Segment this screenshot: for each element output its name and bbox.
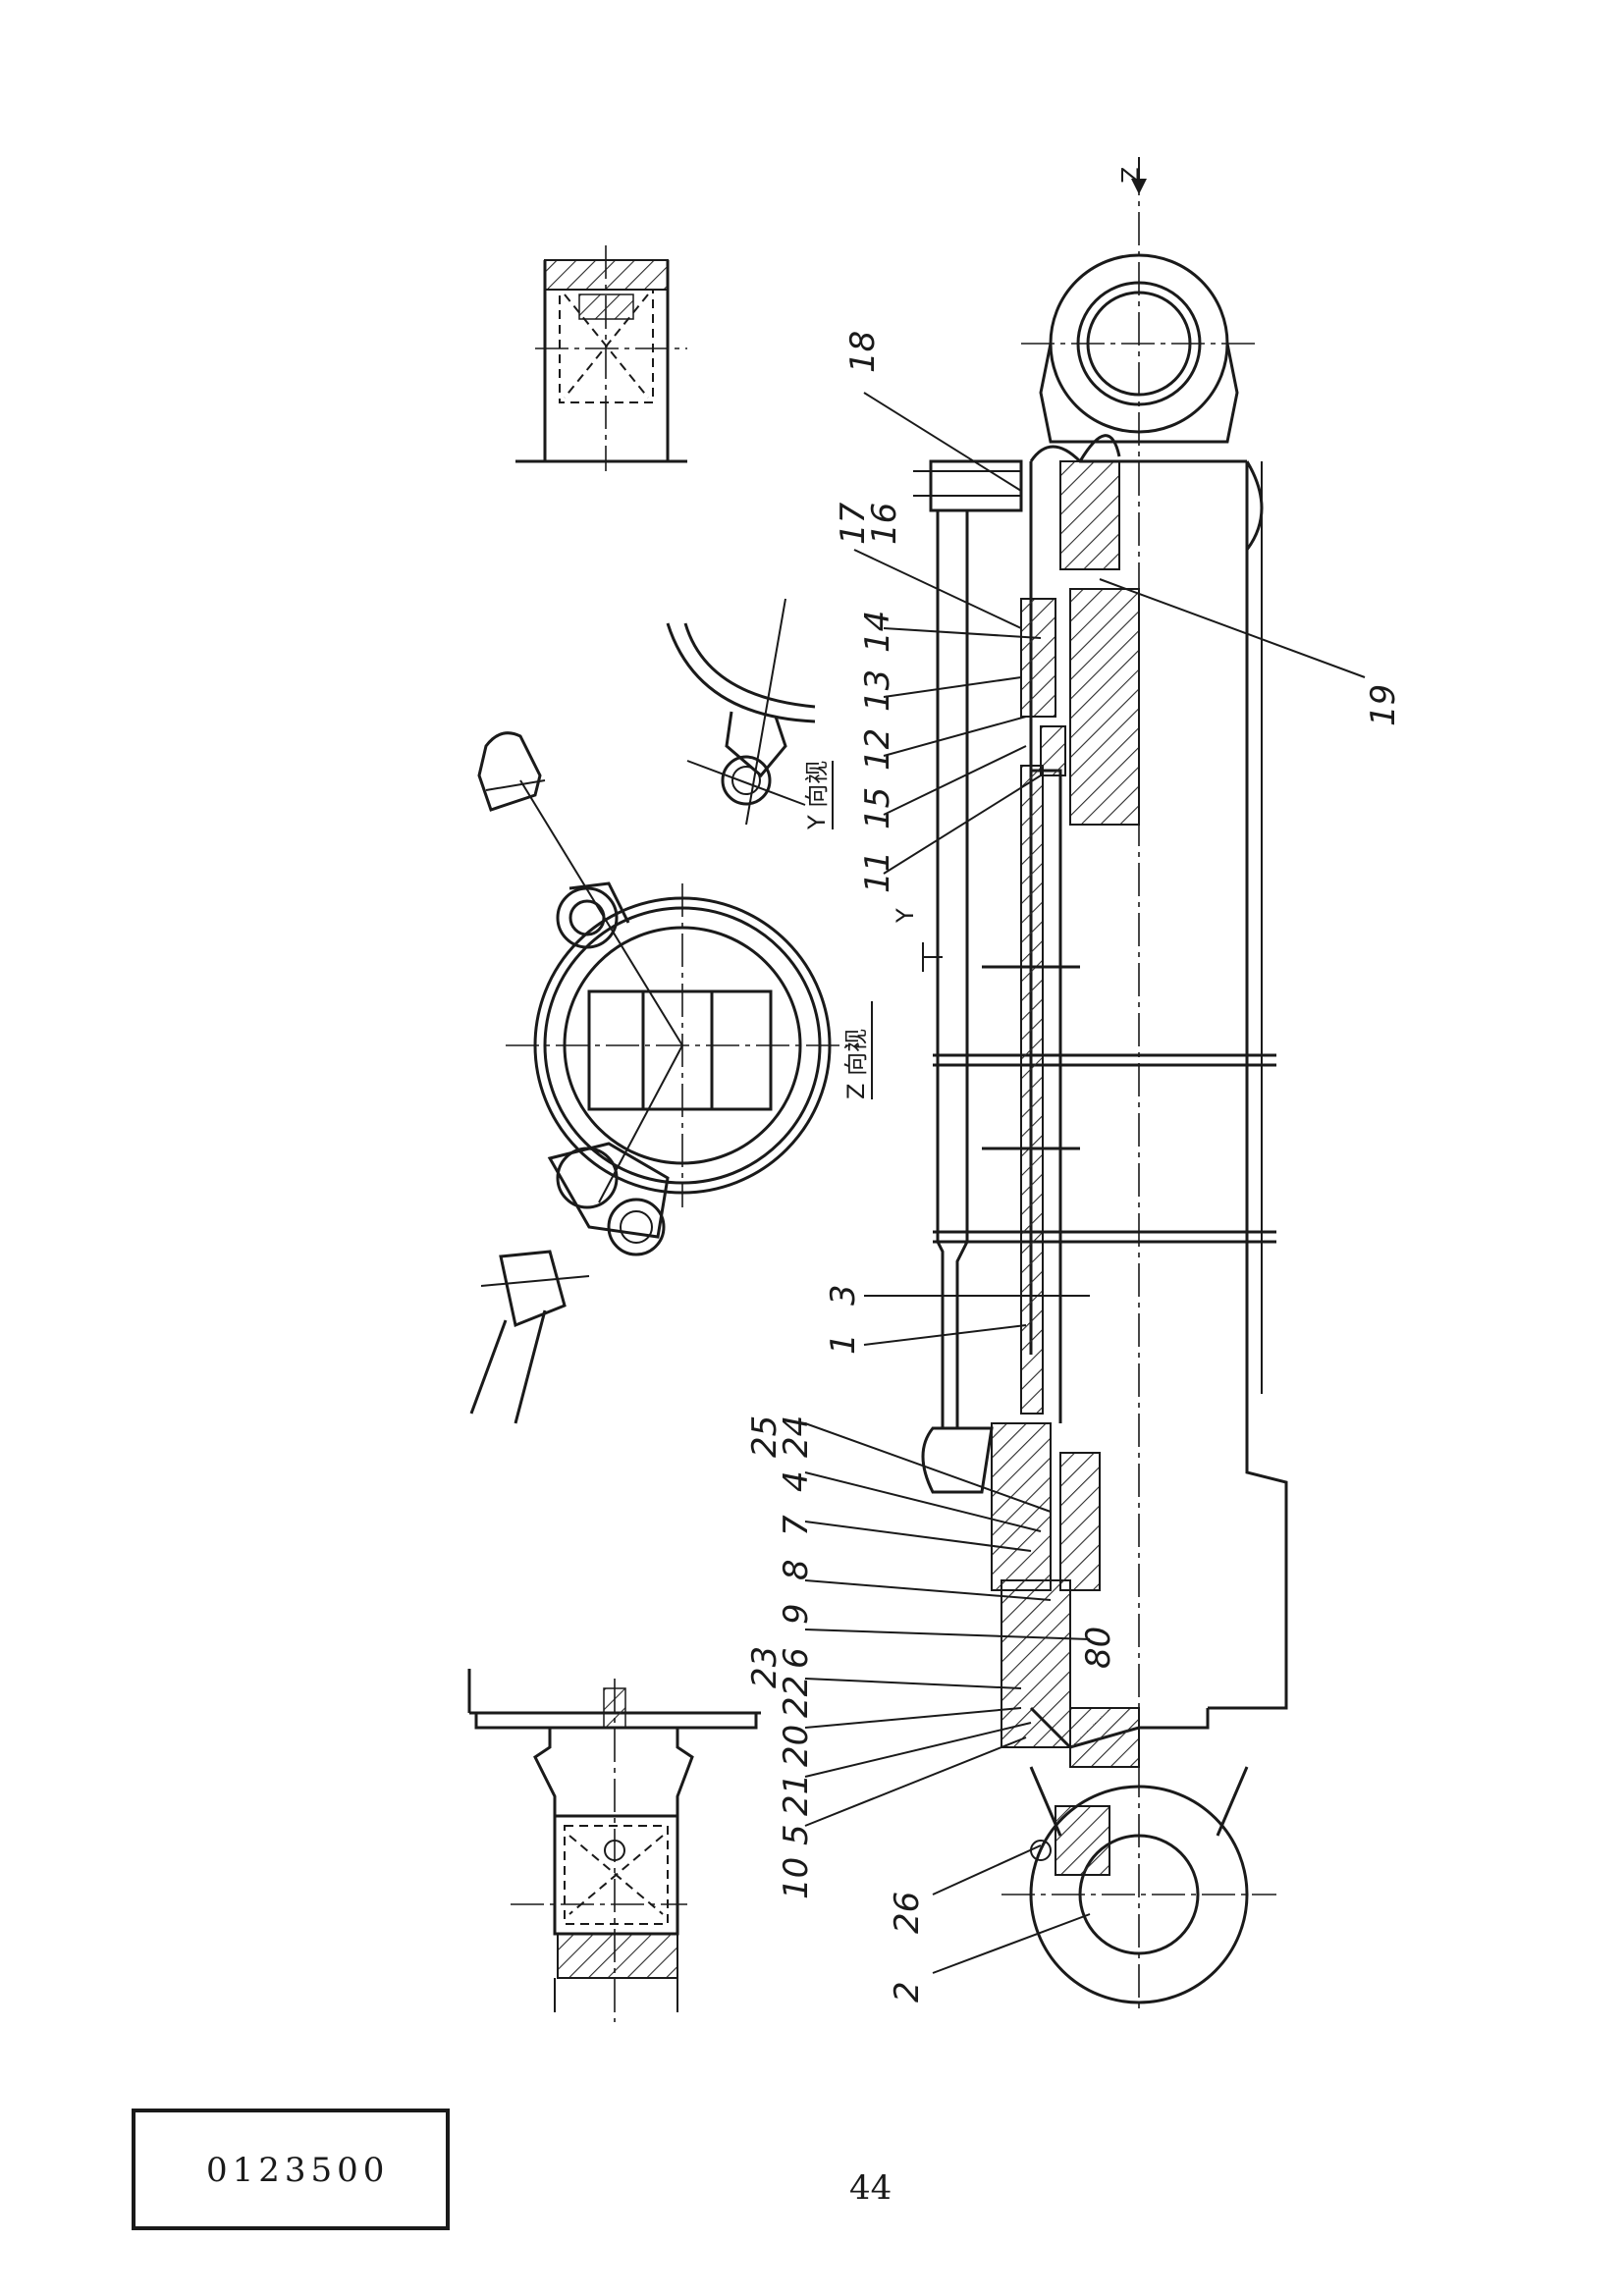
y-direction-arrow: Y	[892, 908, 943, 972]
z-direction-arrow: Z	[1115, 157, 1147, 194]
top-clevis-eye	[1021, 253, 1257, 444]
part-label-23: 23	[745, 1646, 784, 1688]
z-view-title: Z 向视	[842, 1029, 870, 1099]
cylinder-main-view: Z Y 80	[892, 157, 1288, 2012]
bottom-clevis-eye	[1001, 1766, 1276, 2004]
bearing-section-view-bottom	[467, 1669, 761, 2022]
part-labels: 18 17 16 14 13 12 15 11 19 3 1 25 24 4 7…	[745, 331, 1403, 2002]
part-label-16: 16	[865, 503, 904, 545]
part-label-1: 1	[824, 1333, 863, 1355]
part-label-11: 11	[858, 851, 897, 893]
svg-text:Z: Z	[1115, 167, 1143, 183]
part-label-14: 14	[858, 611, 897, 653]
part-label-6: 6	[777, 1647, 816, 1669]
bearing-section-view-top	[515, 245, 687, 471]
y-view-title: Y 向视	[803, 761, 831, 830]
part-label-25: 25	[745, 1415, 784, 1458]
svg-text:Y: Y	[892, 908, 919, 924]
part-label-19: 19	[1364, 684, 1403, 726]
drawing-code-box: 0123500	[132, 2109, 450, 2230]
part-label-12: 12	[858, 728, 897, 771]
part-label-24: 24	[777, 1415, 816, 1458]
part-label-26: 26	[888, 1892, 927, 1934]
part-label-5: 5	[777, 1824, 816, 1845]
handwritten-note: 80	[1079, 1627, 1118, 1669]
part-label-8: 8	[777, 1559, 816, 1580]
leader-lines	[804, 392, 1366, 1974]
part-label-2: 2	[888, 1981, 927, 2002]
part-label-13: 13	[858, 669, 897, 712]
y-view: Y 向视	[666, 598, 834, 830]
part-label-21: 21	[777, 1774, 816, 1816]
part-label-20: 20	[777, 1725, 816, 1767]
page-number: 44	[849, 2168, 892, 2208]
part-label-3: 3	[824, 1284, 863, 1306]
oil-pipe	[913, 459, 1080, 1494]
drawing-code: 0123500	[206, 2151, 389, 2190]
part-label-15: 15	[858, 787, 897, 829]
part-label-9: 9	[777, 1603, 816, 1625]
part-label-17: 17	[834, 502, 873, 545]
part-label-10: 10	[777, 1857, 816, 1899]
part-label-7: 7	[777, 1515, 816, 1536]
z-view: Z 向视	[469, 731, 873, 1424]
part-label-22: 22	[777, 1676, 816, 1718]
part-label-4: 4	[777, 1470, 816, 1492]
part-label-18: 18	[843, 331, 883, 373]
